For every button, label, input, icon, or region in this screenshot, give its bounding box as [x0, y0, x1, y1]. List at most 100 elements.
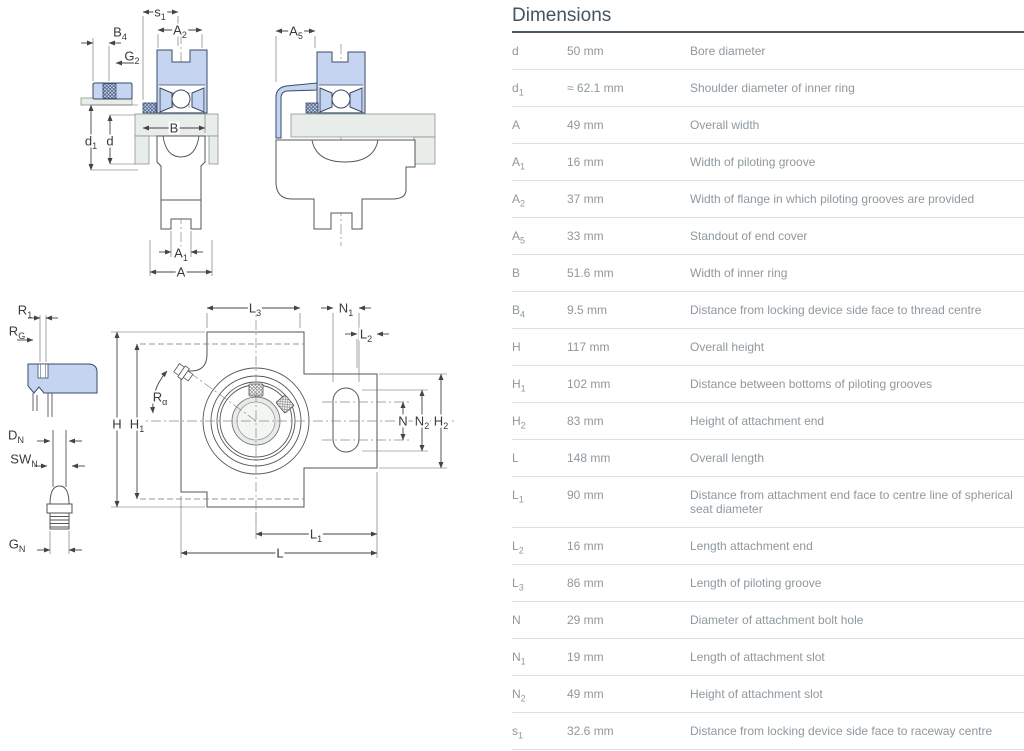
drawing-details [17, 315, 98, 554]
dim-label-l2: L2 [358, 326, 374, 345]
dimension-value: ≈ 62.1 mm [567, 81, 624, 95]
dimension-description: Length of attachment slot [690, 650, 825, 664]
dimension-symbol: L2 [512, 539, 524, 556]
dimension-symbol: H1 [512, 377, 526, 394]
grease-nipple [173, 363, 194, 382]
dimension-symbol: B [512, 266, 521, 280]
bearing-ball [171, 89, 191, 109]
dimension-description: Bore diameter [690, 44, 766, 58]
dim-label-rg: RG [7, 323, 27, 342]
dimension-value: 49 mm [567, 687, 604, 701]
dimension-description: Overall height [690, 340, 765, 354]
dimension-symbol: d1 [512, 81, 524, 98]
bearing-ball-2 [331, 89, 351, 109]
page-title: Dimensions [512, 5, 612, 26]
dimension-row: H2 83 mm Height of attachment end [512, 403, 1024, 440]
dimensions-panel: Dimensions d 50 mm Bore diameter d1 ≈ 62… [504, 0, 1024, 751]
dimension-value: 49 mm [567, 118, 604, 132]
seal-right [191, 87, 205, 113]
dimension-row: N2 49 mm Height of attachment slot [512, 676, 1024, 713]
dimension-row: L 148 mm Overall length [512, 440, 1024, 477]
dimension-description: Overall length [690, 451, 765, 465]
dim-label-dn: DN [7, 427, 25, 446]
take-up-frame-2 [275, 139, 416, 230]
dimension-symbol: A5 [512, 229, 526, 246]
drawing-side-section [80, 9, 219, 276]
dimension-symbol: L [512, 451, 519, 465]
dim-label-d1: d1 [83, 133, 99, 152]
dimension-value: 90 mm [567, 488, 604, 502]
dim-label-l: L [275, 545, 285, 561]
dimension-symbol: N [512, 613, 521, 627]
dimension-description: Distance from locking device side face t… [690, 724, 993, 738]
dimension-value: 148 mm [567, 451, 611, 465]
dimension-value: 9.5 mm [567, 303, 608, 317]
dimension-row: L2 16 mm Length attachment end [512, 528, 1024, 565]
dimension-description: Width of piloting groove [690, 155, 816, 169]
locking-device-2 [305, 102, 319, 114]
dimension-symbol: H [512, 340, 521, 354]
dimension-symbol: d [512, 44, 519, 58]
dimension-row: s1 32.6 mm Distance from locking device … [512, 713, 1024, 750]
dimension-description: Shoulder diameter of inner ring [690, 81, 855, 95]
dim-label-l3: L3 [247, 300, 263, 319]
seal-left [159, 87, 173, 113]
dim-label-h: H [111, 416, 123, 432]
set-screw [102, 83, 117, 99]
locking-device [142, 102, 157, 114]
dimension-description: Diameter of attachment bolt hole [690, 613, 864, 627]
dimension-symbol: A [512, 118, 521, 132]
dim-label-swn: SWN [9, 451, 39, 470]
dimension-row: A5 33 mm Standout of end cover [512, 218, 1024, 255]
dimension-value: 83 mm [567, 414, 604, 428]
dimension-description: Length of piloting groove [690, 576, 822, 590]
dimension-value: 29 mm [567, 613, 604, 627]
dim-label-h2: H2 [432, 413, 450, 432]
dimension-value: 86 mm [567, 576, 604, 590]
dimension-symbol: N2 [512, 687, 526, 704]
dimension-symbol: s1 [512, 724, 524, 741]
bearing-drawings-svg [17, 9, 455, 558]
take-up-frame [156, 135, 206, 230]
dimension-description: Standout of end cover [690, 229, 808, 243]
dimension-row: L3 86 mm Length of piloting groove [512, 565, 1024, 602]
dimension-row: B 51.6 mm Width of inner ring [512, 255, 1024, 292]
dimension-symbol: A2 [512, 192, 526, 209]
dimension-value: 37 mm [567, 192, 604, 206]
dim-label-r1: R1 [16, 302, 34, 321]
dimension-symbol: N1 [512, 650, 526, 667]
dimension-row: H1 102 mm Distance between bottoms of pi… [512, 366, 1024, 403]
dim-label-n2: N2 [413, 413, 431, 432]
dimension-row: N 29 mm Diameter of attachment bolt hole [512, 602, 1024, 639]
dimension-description: Width of flange in which piloting groove… [690, 192, 975, 206]
dimension-value: 19 mm [567, 650, 604, 664]
dim-label-h1: H1 [128, 416, 146, 435]
dim-label-s1: s1 [153, 4, 167, 23]
dimension-row: A1 16 mm Width of piloting groove [512, 144, 1024, 181]
dim-label-g2: G2 [123, 48, 141, 67]
dimension-symbol: A1 [512, 155, 526, 172]
dimension-symbol: L1 [512, 488, 524, 505]
dimension-row: d1 ≈ 62.1 mm Shoulder diameter of inner … [512, 70, 1024, 107]
drawing-end-cover-section [275, 28, 436, 246]
dimension-description: Overall width [690, 118, 760, 132]
dim-label-rα: Rα [151, 389, 169, 408]
dimension-value: 32.6 mm [567, 724, 614, 738]
dimension-description: Distance from locking device side face t… [690, 303, 982, 317]
dimension-row: L1 90 mm Distance from attachment end fa… [512, 477, 1024, 528]
dimension-description: Width of inner ring [690, 266, 788, 280]
dimension-row: d 50 mm Bore diameter [512, 33, 1024, 70]
dimension-value: 51.6 mm [567, 266, 614, 280]
dimension-row: H 117 mm Overall height [512, 329, 1024, 366]
dimension-value: 33 mm [567, 229, 604, 243]
dimension-symbol: H2 [512, 414, 526, 431]
dimension-description: Height of attachment end [690, 414, 825, 428]
dim-label-a2: A2 [172, 22, 188, 41]
dimension-row: A2 37 mm Width of flange in which piloti… [512, 181, 1024, 218]
dimension-value: 50 mm [567, 44, 604, 58]
dim-label-n1: N1 [337, 300, 355, 319]
dim-label-d: d [105, 133, 115, 149]
dim-label-a5: A5 [288, 23, 304, 42]
